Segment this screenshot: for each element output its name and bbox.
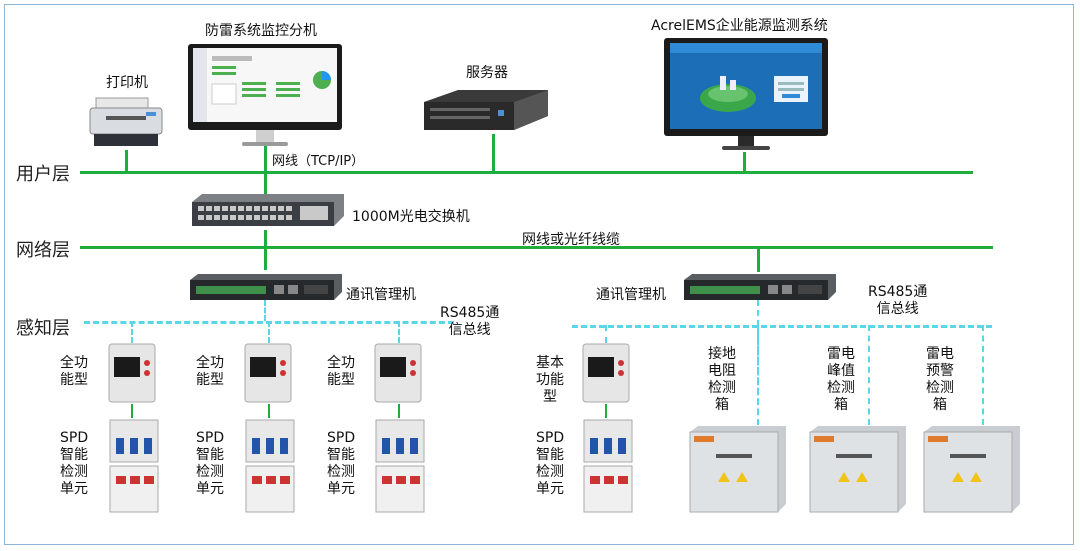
monitor-label: 防雷系统监控分机 [205, 23, 317, 39]
spd-label-2: SPD 智能 检测 单元 [196, 430, 225, 497]
comm-manager-left-icon [190, 274, 342, 300]
comm-left-drop [264, 300, 266, 321]
spd-label-4: SPD 智能 检测 单元 [536, 430, 565, 497]
meter-spd-link-1 [131, 404, 133, 418]
user-layer-label: 用户层 [16, 164, 70, 185]
switch-down-link [264, 230, 267, 270]
meter-spd-link-2 [268, 404, 270, 418]
ems-display-icon [664, 38, 828, 150]
lightning-peak-box-icon [809, 426, 906, 513]
tcpip-label: 网线（TCP/IP） [272, 154, 365, 169]
ground-box-label: 接地 电阻 检测 箱 [708, 346, 736, 413]
meter-icon-1 [108, 343, 156, 403]
full-func-label-3: 全功 能型 [327, 355, 355, 388]
peak-box-label: 雷电 峰值 检测 箱 [827, 346, 855, 413]
ems-link [743, 152, 746, 172]
network-layer-label: 网络层 [16, 240, 70, 261]
rs485-bus-right [572, 325, 992, 328]
printer-link [125, 150, 128, 172]
monitor-link [264, 146, 267, 194]
drop-4 [605, 325, 607, 343]
comm-manager-right-icon [684, 274, 836, 300]
server-icon [424, 90, 548, 130]
full-func-label-2: 全功 能型 [196, 355, 224, 388]
meter-spd-link-3 [398, 404, 400, 418]
spd-label-3: SPD 智能 检测 单元 [327, 430, 356, 497]
drop-5 [757, 325, 759, 425]
rs485-left-label: RS485通 信总线 [440, 305, 500, 338]
meter-icon-3 [374, 343, 422, 403]
spd-unit-icon-3 [375, 419, 425, 513]
diagram-border [4, 4, 1074, 545]
switch-icon [192, 194, 344, 226]
monitor-pc-icon [188, 44, 342, 146]
spd-unit-icon-2 [245, 419, 295, 513]
spd-label-1: SPD 智能 检测 单元 [60, 430, 89, 497]
full-func-label-1: 全功 能型 [60, 355, 88, 388]
drop-6 [868, 325, 870, 425]
drop-3 [398, 321, 400, 343]
server-label: 服务器 [466, 65, 508, 81]
drop-2 [268, 321, 270, 343]
meter-icon-4 [582, 343, 630, 403]
sense-layer-label: 感知层 [16, 318, 70, 339]
fiber-label: 网线或光纤线缆 [522, 232, 620, 248]
spd-unit-icon-1 [109, 419, 159, 513]
comm-right-label: 通讯管理机 [596, 287, 666, 303]
drop-7 [982, 325, 984, 425]
printer-icon [89, 97, 163, 146]
warn-box-label: 雷电 预警 检测 箱 [926, 346, 954, 413]
network-layer-bus [80, 246, 993, 249]
server-link [492, 134, 495, 172]
drop-1 [131, 321, 133, 343]
printer-label: 打印机 [106, 75, 148, 91]
comm-right-link [757, 248, 760, 272]
basic-func-label: 基本 功能 型 [536, 355, 564, 405]
lightning-warning-box-icon [923, 426, 1020, 513]
comm-left-label: 通讯管理机 [346, 287, 416, 303]
switch-label: 1000M光电交换机 [352, 209, 470, 225]
ems-label: AcrelEMS企业能源监测系统 [651, 18, 828, 34]
ground-resistance-box-icon [689, 426, 786, 513]
meter-spd-link-4 [605, 404, 607, 418]
user-layer-bus [80, 171, 973, 174]
spd-unit-icon-4 [583, 419, 633, 513]
rs485-right-label: RS485通 信总线 [868, 284, 928, 317]
meter-icon-2 [244, 343, 292, 403]
